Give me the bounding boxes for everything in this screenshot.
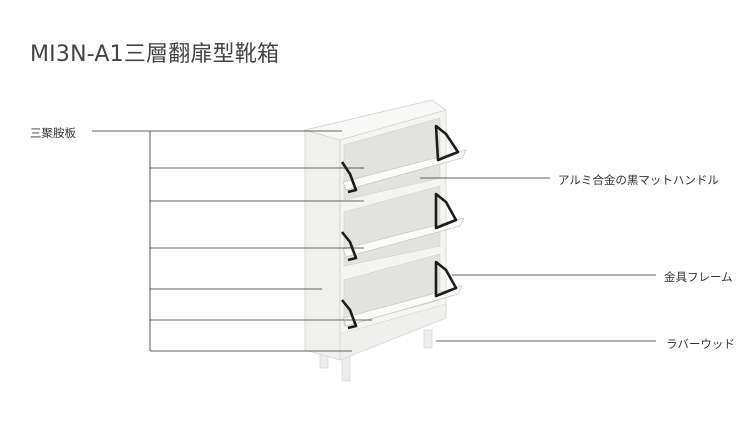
compartment-bottom (343, 253, 441, 327)
handle-middle (340, 231, 358, 262)
shoe-cabinet (303, 99, 467, 382)
flip-door-top (342, 149, 467, 191)
back-leg (423, 329, 433, 349)
handle-bottom (340, 299, 358, 330)
page-title: MI3N-A1三層翻扉型靴箱 (30, 42, 280, 67)
side-panel (304, 129, 341, 361)
metal-frame-top (434, 124, 460, 162)
label-handle: アルミ合金の黒マットハンドル (558, 173, 719, 187)
label-triple-panel: 三聚胺板 (30, 126, 76, 140)
label-metal-frame: 金具フレーム (664, 270, 733, 284)
flip-door-middle (342, 217, 465, 258)
leader-lines (92, 130, 656, 352)
label-rubber-wood: ラバーウッド (666, 337, 735, 351)
metal-frame-middle (434, 192, 458, 230)
flip-door-bottom (342, 285, 463, 327)
metal-frame-bottom (434, 260, 458, 298)
